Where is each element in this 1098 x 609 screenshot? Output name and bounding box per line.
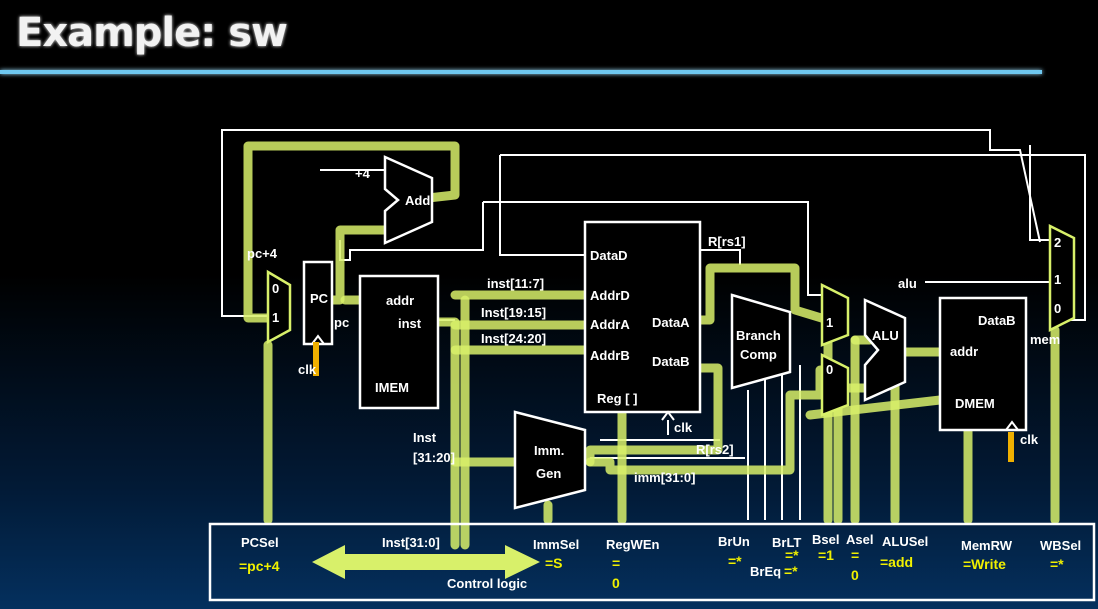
signal-immsel: ImmSel: [533, 537, 579, 552]
svg-text:AddrA: AddrA: [590, 317, 630, 332]
signal-wbsel: WBSel: [1040, 538, 1081, 553]
value-memrw: =Write: [963, 556, 1006, 572]
signal-brlt: BrLT: [772, 535, 801, 550]
svg-text:AddrB: AddrB: [590, 348, 630, 363]
value-asel-2: 0: [851, 567, 859, 583]
svg-text:AddrD: AddrD: [590, 288, 630, 303]
dmem-clk: clk: [1020, 432, 1039, 447]
svg-text:Imm.: Imm.: [534, 443, 564, 458]
signal-bsel: Bsel: [812, 532, 839, 547]
value-pcsel: =pc+4: [239, 558, 280, 574]
svg-text:0: 0: [826, 362, 833, 377]
svg-text:Inst[31:0]: Inst[31:0]: [382, 535, 440, 550]
svg-text:IMEM: IMEM: [375, 380, 409, 395]
control-logic: Control logic Inst[31:0] PCSel =pc+4 Imm…: [208, 522, 1096, 602]
svg-text:Control logic: Control logic: [447, 576, 527, 591]
svg-text:mem: mem: [1030, 332, 1060, 347]
svg-text:pc+4: pc+4: [247, 246, 278, 261]
dmem-clock-marker: [1008, 432, 1014, 462]
svg-text:Inst: Inst: [413, 430, 437, 445]
svg-text:DataB: DataB: [652, 354, 690, 369]
svg-text:Comp: Comp: [740, 347, 777, 362]
svg-text:R[rs2]: R[rs2]: [696, 442, 734, 457]
svg-text:Reg [ ]: Reg [ ]: [597, 391, 637, 406]
svg-text:imm[31:0]: imm[31:0]: [634, 470, 695, 485]
value-immsel: =S: [545, 555, 563, 571]
value-regwen-1: =: [612, 555, 620, 571]
value-breq: =*: [784, 563, 798, 579]
imm-gen: Imm. Gen: [513, 410, 587, 510]
svg-text:DataA: DataA: [652, 315, 690, 330]
pc-clk: clk: [298, 362, 317, 377]
svg-text:addr: addr: [386, 293, 414, 308]
value-regwen-2: 0: [612, 575, 620, 591]
value-bsel: =1: [818, 547, 834, 563]
signal-pcsel: PCSel: [241, 535, 279, 550]
control-double-arrow: [312, 545, 540, 579]
pc-mux-0: 0: [272, 281, 279, 296]
imem: addr inst IMEM: [358, 274, 440, 410]
pc-mux: 0 1: [266, 269, 292, 345]
signal-asel: Asel: [846, 532, 873, 547]
svg-text:1: 1: [1054, 272, 1061, 287]
signal-brun: BrUn: [718, 534, 750, 549]
wb-mux: 2 1 0: [1048, 223, 1076, 333]
value-asel-1: =: [851, 547, 859, 563]
value-brlt: =*: [785, 547, 799, 563]
svg-text:+4: +4: [355, 166, 371, 181]
svg-text:1: 1: [826, 315, 833, 330]
value-alusel: =add: [880, 554, 913, 570]
svg-text:PC: PC: [310, 291, 329, 306]
svg-text:Branch: Branch: [736, 328, 781, 343]
signal-regwen: RegWEn: [606, 537, 660, 552]
pc-mux-1: 1: [272, 310, 279, 325]
value-brun: =*: [728, 553, 742, 569]
svg-text:[31:20]: [31:20]: [413, 450, 455, 465]
title-rule: [0, 70, 1042, 74]
svg-text:inst[11:7]: inst[11:7]: [487, 276, 544, 291]
value-wbsel: =*: [1050, 556, 1064, 572]
wire-labels: +4 pc+4 pc clk inst[11:7] Inst[19:15] In…: [247, 166, 1060, 485]
b-mux: 0: [820, 352, 850, 417]
pc-clock-marker: [313, 342, 319, 376]
svg-text:Inst[24:20]: Inst[24:20]: [481, 331, 546, 346]
register-file: DataD AddrD AddrA AddrB DataA DataB Reg …: [583, 220, 702, 435]
svg-text:DMEM: DMEM: [955, 396, 995, 411]
svg-text:2: 2: [1054, 235, 1061, 250]
svg-text:Inst[19:15]: Inst[19:15]: [481, 305, 546, 320]
svg-text:DataB: DataB: [978, 313, 1016, 328]
branch-comp: Branch Comp: [730, 293, 792, 390]
svg-text:ALU: ALU: [872, 328, 899, 343]
a-mux: 1: [820, 282, 850, 347]
svg-text:addr: addr: [950, 344, 978, 359]
svg-text:inst: inst: [398, 316, 422, 331]
signal-breq: BrEq: [750, 564, 781, 579]
active-paths: [243, 141, 1060, 550]
svg-text:R[rs1]: R[rs1]: [708, 234, 746, 249]
reg-clk: clk: [674, 420, 693, 435]
svg-text:0: 0: [1054, 301, 1061, 316]
svg-text:Add: Add: [405, 193, 430, 208]
alu: ALU: [863, 298, 907, 402]
svg-text:alu: alu: [898, 276, 917, 291]
svg-text:pc: pc: [334, 315, 349, 330]
svg-text:Gen: Gen: [536, 466, 561, 481]
adder: Add: [383, 155, 434, 245]
slide-title: Example: sw: [16, 10, 288, 56]
dmem: DataB addr DMEM: [938, 296, 1028, 432]
svg-text:DataD: DataD: [590, 248, 628, 263]
pc-register: PC: [302, 260, 334, 346]
signal-memrw: MemRW: [961, 538, 1013, 553]
signal-alusel: ALUSel: [882, 534, 928, 549]
